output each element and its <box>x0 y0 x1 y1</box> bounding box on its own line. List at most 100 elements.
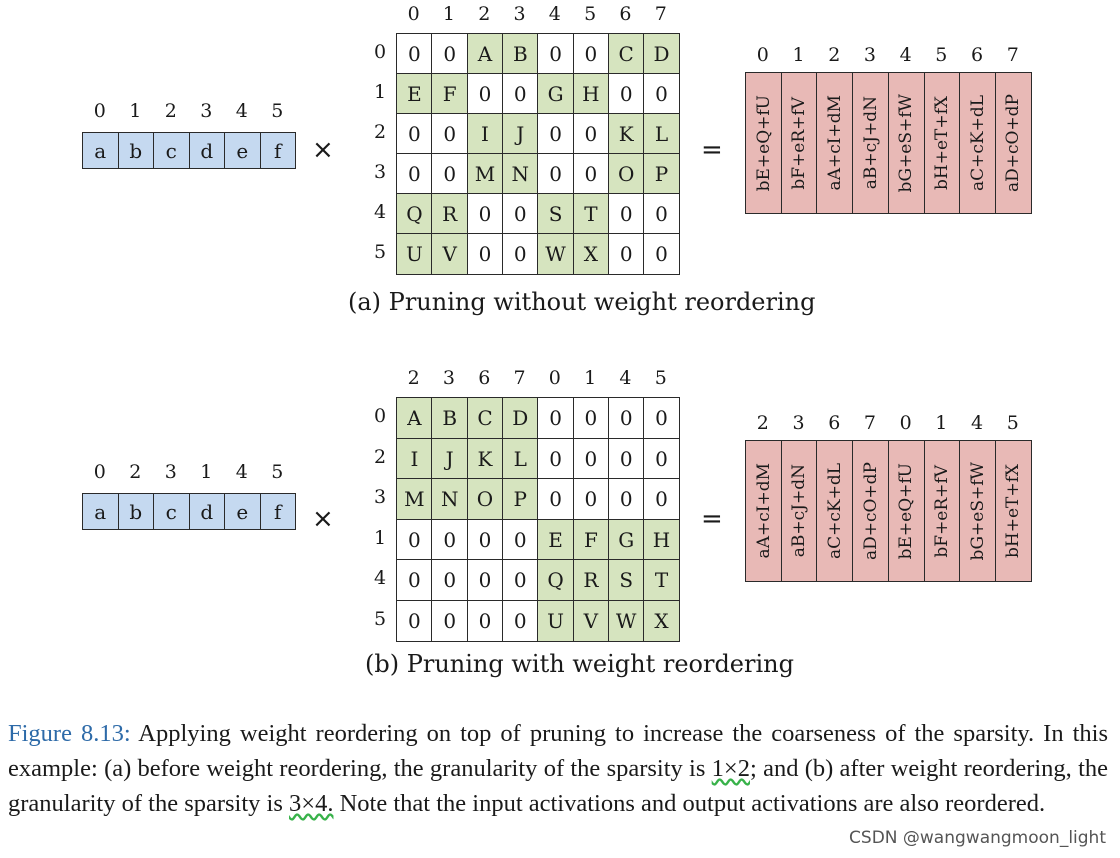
matrix-cell: L <box>501 437 539 480</box>
figure-label: Figure 8.13: <box>8 720 131 747</box>
matrix-cell: J <box>431 437 469 480</box>
matrix-cell: 0 <box>431 559 469 601</box>
matrix-cell: N <box>501 153 539 195</box>
matrix-cell: 0 <box>572 33 610 75</box>
matrix-cell: 0 <box>396 113 433 155</box>
output-cell: aB+cJ+dN <box>780 440 818 582</box>
output-index: 6 <box>970 44 984 66</box>
output-value: aB+cJ+dN <box>789 464 810 558</box>
matrix-cell: 0 <box>537 113 574 155</box>
vector-index: 0 <box>93 100 106 122</box>
matrix-cell: T <box>643 559 680 601</box>
column-index: 6 <box>478 367 491 389</box>
row-index: 1 <box>373 526 387 549</box>
row-index: 4 <box>373 201 387 223</box>
matrix-cell: C <box>466 397 504 439</box>
vector-cell: e <box>224 493 261 530</box>
matrix-cell: 0 <box>607 233 645 275</box>
vector-cell: f <box>259 493 296 530</box>
vector-cell: a <box>82 132 119 169</box>
output-value: bH+eT+fX <box>932 96 953 190</box>
output-value: aA+cI+dM <box>753 463 774 559</box>
output-cell: aC+cK+dL <box>959 72 997 214</box>
output-index: 3 <box>863 44 876 66</box>
matrix-cell: S <box>607 559 645 601</box>
matrix-cell: 0 <box>537 397 574 439</box>
output-value: bF+eR+fV <box>789 96 810 190</box>
output-index: 0 <box>756 44 769 66</box>
output-cell: aD+cO+dP <box>852 440 890 582</box>
vector-cell: f <box>259 132 296 169</box>
matrix-cell: V <box>572 599 610 642</box>
matrix-cell: 0 <box>607 478 645 520</box>
matrix-cell: 0 <box>643 233 680 275</box>
output-index: 3 <box>792 412 805 434</box>
matrix-cell: 0 <box>501 599 539 642</box>
vector-index: 3 <box>164 461 177 483</box>
column-index: 4 <box>619 367 632 389</box>
matrix-cell: 0 <box>607 397 645 439</box>
vector-index: 1 <box>200 461 213 483</box>
vector-index: 4 <box>235 100 248 122</box>
matrix-cell: B <box>501 33 539 75</box>
matrix-cell: 0 <box>431 153 469 195</box>
vector-cell: a <box>82 493 119 530</box>
matrix-cell: S <box>537 193 574 235</box>
row-index: 1 <box>373 81 387 103</box>
matrix-cell: 0 <box>501 193 539 235</box>
output-index: 4 <box>899 44 912 66</box>
matrix-cell: N <box>431 478 469 520</box>
matrix-cell: 0 <box>396 153 433 195</box>
column-index: 1 <box>584 367 597 389</box>
matrix-cell: 0 <box>466 73 504 115</box>
matrix-cell: I <box>466 113 504 155</box>
matrix-cell: Q <box>396 193 433 235</box>
output-index: 5 <box>935 44 948 66</box>
vector-index: 3 <box>200 100 213 122</box>
matrix-cell: D <box>501 397 539 439</box>
matrix-cell: 0 <box>396 33 433 75</box>
matrix-cell: U <box>537 599 574 642</box>
matrix-cell: G <box>537 73 574 115</box>
column-index: 3 <box>442 367 455 389</box>
matrix-cell: 0 <box>607 193 645 235</box>
vector-cell: c <box>153 493 190 530</box>
caption-b: (b) Pruning with weight reordering <box>365 650 794 678</box>
output-cell: aB+cJ+dN <box>852 72 890 214</box>
matrix-cell: J <box>501 113 539 155</box>
output-value: aC+cK+dL <box>967 94 988 192</box>
vector-index: 4 <box>235 461 248 483</box>
matrix-cell: X <box>643 599 680 642</box>
output-value: aC+cK+dL <box>824 462 845 560</box>
matrix-cell: M <box>396 478 433 520</box>
matrix-cell: A <box>396 397 433 439</box>
output-cell: bH+eT+fX <box>994 440 1033 582</box>
matrix-cell: A <box>466 33 504 75</box>
output-cell: bF+eR+fV <box>923 440 961 582</box>
output-cell: aD+cO+dP <box>994 72 1033 214</box>
matrix-cell: P <box>501 478 539 520</box>
matrix-cell: 0 <box>466 599 504 642</box>
vector-cell: d <box>188 493 225 530</box>
output-index: 7 <box>1006 44 1019 66</box>
matrix-cell: 0 <box>643 73 680 115</box>
row-index: 2 <box>373 445 387 468</box>
equals-sign: = <box>701 504 723 534</box>
vector-index: 2 <box>164 100 177 122</box>
matrix-cell: R <box>572 559 610 601</box>
output-value: bG+eS+fW <box>896 93 917 193</box>
matrix-cell: H <box>572 73 610 115</box>
output-cell: aC+cK+dL <box>816 440 854 582</box>
matrix-cell: W <box>537 233 574 275</box>
vector-cell: c <box>153 132 190 169</box>
output-index: 1 <box>935 412 948 434</box>
matrix-cell: 0 <box>501 559 539 601</box>
row-index: 0 <box>373 405 387 427</box>
matrix-cell: 0 <box>537 437 574 480</box>
vector-index: 2 <box>129 461 142 483</box>
output-value: aD+cO+dP <box>1003 93 1024 193</box>
matrix-cell: R <box>431 193 469 235</box>
matrix-cell: 0 <box>396 559 433 601</box>
output-index: 6 <box>828 412 841 434</box>
times-sign: × <box>312 504 334 534</box>
